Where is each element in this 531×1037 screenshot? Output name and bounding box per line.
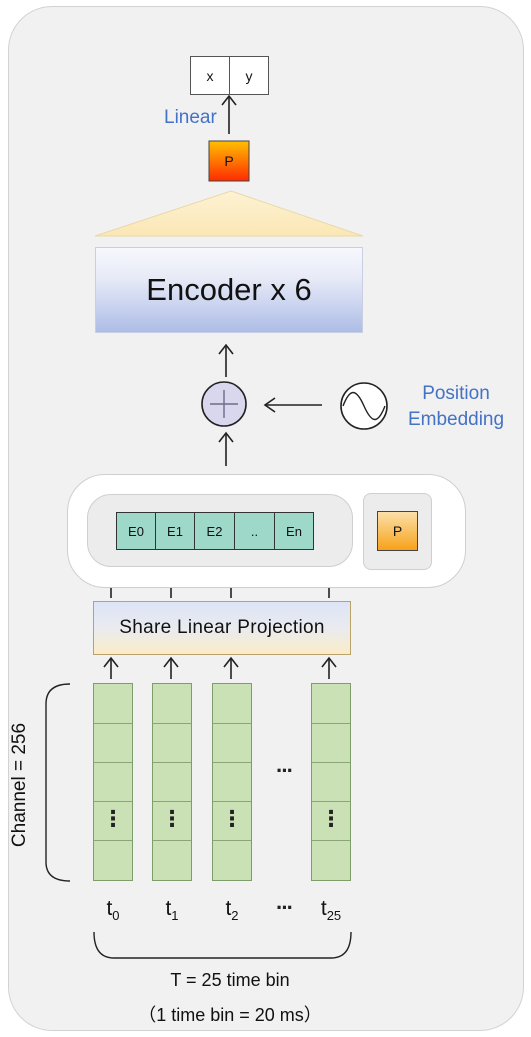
- add-icon: [201, 381, 247, 427]
- embedding-cell-ellipsis: ..: [234, 512, 275, 550]
- arrow-to-plus: [218, 431, 234, 466]
- channel-label: Channel = 256: [9, 722, 30, 848]
- column-ellipsis: ···: [276, 758, 294, 783]
- arrow-to-output: [221, 94, 237, 134]
- position-embedding-line2: Embedding: [407, 409, 505, 430]
- encoder-block: Encoder x 6: [95, 247, 363, 333]
- arrow-to-encoder: [218, 343, 234, 377]
- position-embedding-line1: Position: [422, 383, 490, 404]
- time-brace: [93, 931, 352, 959]
- position-embedding-label: Position Embedding: [396, 381, 516, 433]
- embedding-p-token: P: [377, 511, 418, 551]
- arrows-columns-to-projection: [103, 656, 337, 679]
- time-label-ellipsis: ···: [276, 895, 294, 920]
- time-label-25: t25: [320, 897, 342, 924]
- column-2-dots: ⋮: [221, 806, 243, 831]
- arrow-from-position-embedding: [263, 397, 322, 413]
- time-label-0: t0: [106, 897, 120, 924]
- output-cell-y: y: [229, 56, 269, 95]
- encoder-pooling-triangle: [94, 190, 364, 237]
- token-column-1: [152, 683, 192, 881]
- column-25-dots: ⋮: [320, 806, 342, 831]
- share-linear-projection: Share Linear Projection: [93, 601, 351, 655]
- token-column-0: [93, 683, 133, 881]
- output-p-box-fill: [208, 140, 250, 182]
- output-p-token: P: [224, 153, 234, 169]
- column-1-dots: ⋮: [161, 806, 183, 831]
- linear-label: Linear: [164, 107, 217, 128]
- channel-brace: [45, 683, 71, 882]
- time-label-1: t1: [165, 897, 179, 924]
- token-column-25: [311, 683, 351, 881]
- sine-wave-icon: [340, 382, 388, 430]
- time-caption-line1: T = 25 time bin: [170, 970, 290, 990]
- time-caption-line2: （1 time bin = 20 ms）: [138, 1005, 322, 1025]
- output-cell-x: x: [190, 56, 230, 95]
- time-label-2: t2: [225, 897, 239, 924]
- column-0-dots: ⋮: [102, 806, 124, 831]
- token-column-2: [212, 683, 252, 881]
